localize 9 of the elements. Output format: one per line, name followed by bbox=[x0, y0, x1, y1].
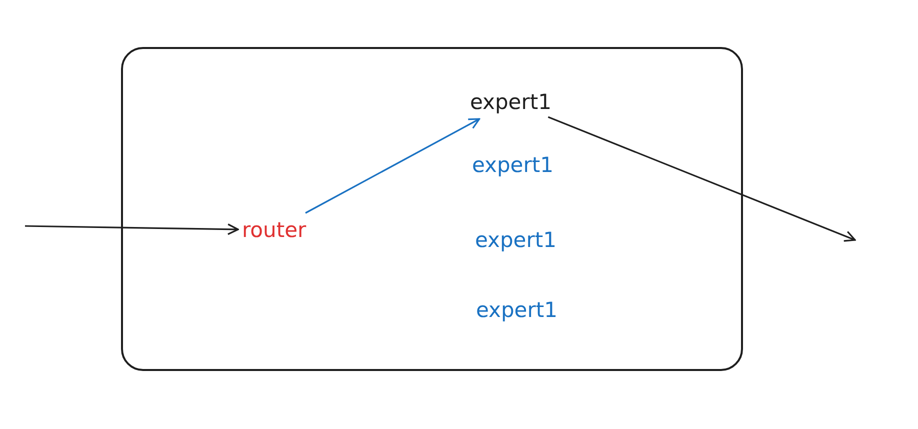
arrow bbox=[24, 223, 239, 236]
arrow bbox=[548, 116, 856, 242]
frame-box bbox=[121, 47, 743, 371]
arrow bbox=[305, 118, 480, 214]
node-label: expert1 bbox=[468, 89, 554, 115]
node-label: router bbox=[240, 217, 308, 243]
node-label: expert1 bbox=[473, 227, 558, 253]
node-label: expert1 bbox=[470, 152, 556, 178]
node-label: expert1 bbox=[474, 297, 560, 323]
